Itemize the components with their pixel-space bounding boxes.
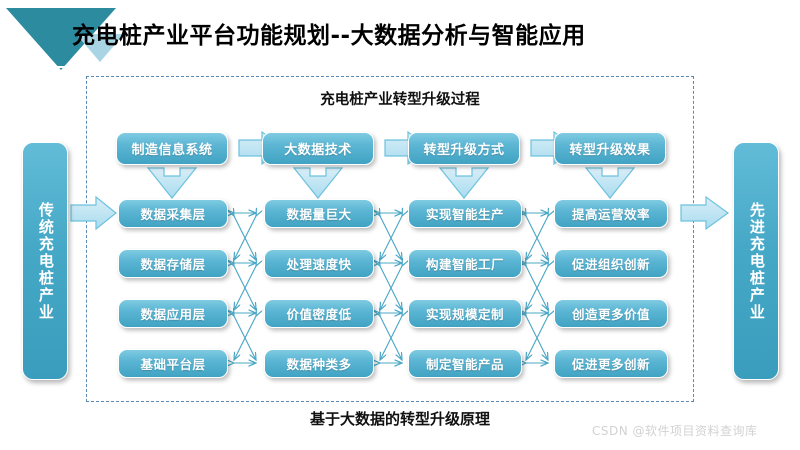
side-label-traditional: 传统充电桩产业 xyxy=(22,142,68,380)
logo-small-triangle-icon xyxy=(76,34,124,62)
node-c4-r4[interactable]: 促进更多创新 xyxy=(554,349,668,378)
node-c3-r4[interactable]: 制定智能产品 xyxy=(408,349,522,378)
node-c3-r1[interactable]: 实现智能生产 xyxy=(408,199,522,228)
diagram-inner-title: 充电桩产业转型升级过程 xyxy=(320,92,480,108)
node-c2-r2[interactable]: 处理速度快 xyxy=(264,249,374,278)
node-c1-r3-label: 数据应用层 xyxy=(140,307,206,322)
node-c1-r1[interactable]: 数据采集层 xyxy=(118,199,228,228)
node-c1-r4[interactable]: 基础平台层 xyxy=(118,349,228,378)
double-triangle-logo-icon xyxy=(6,8,124,70)
node-c4-r4-label: 促进更多创新 xyxy=(571,357,650,372)
column-header-3-label: 转型升级方式 xyxy=(423,143,505,158)
column-header-2-label: 大数据技术 xyxy=(284,143,352,158)
node-c4-r1[interactable]: 提高运营效率 xyxy=(554,199,668,228)
node-c2-r3[interactable]: 价值密度低 xyxy=(264,299,374,328)
node-c4-r2[interactable]: 促进组织创新 xyxy=(554,249,668,278)
node-c2-r1[interactable]: 数据量巨大 xyxy=(264,199,374,228)
watermark: CSDN @软件项目资料查询库 xyxy=(592,424,758,438)
node-c3-r3[interactable]: 实现规模定制 xyxy=(408,299,522,328)
diagram-bottom-caption: 基于大数据的转型升级原理 xyxy=(309,410,490,428)
header-divider xyxy=(0,66,800,68)
node-c4-r3[interactable]: 创造更多价值 xyxy=(554,299,668,328)
node-c4-r1-label: 提高运营效率 xyxy=(571,207,650,222)
node-c1-r3[interactable]: 数据应用层 xyxy=(118,299,228,328)
node-c2-r3-label: 价值密度低 xyxy=(286,307,352,322)
side-label-advanced-text: 先进充电桩产业 xyxy=(747,201,766,321)
node-c4-r2-label: 促进组织创新 xyxy=(571,257,650,272)
diagram-dashed-container xyxy=(86,76,694,402)
column-header-3[interactable]: 转型升级方式 xyxy=(408,132,520,165)
node-c1-r1-label: 数据采集层 xyxy=(140,207,206,222)
node-c3-r4-label: 制定智能产品 xyxy=(425,357,504,372)
node-c2-r2-label: 处理速度快 xyxy=(286,257,352,272)
node-c1-r4-label: 基础平台层 xyxy=(140,357,206,372)
column-header-4-label: 转型升级效果 xyxy=(569,143,651,158)
node-c3-r1-label: 实现智能生产 xyxy=(425,207,504,222)
node-c2-r1-label: 数据量巨大 xyxy=(286,207,352,222)
node-c1-r2-label: 数据存储层 xyxy=(140,257,206,272)
side-label-advanced: 先进充电桩产业 xyxy=(733,142,779,380)
node-c3-r2[interactable]: 构建智能工厂 xyxy=(408,249,522,278)
node-c1-r2[interactable]: 数据存储层 xyxy=(118,249,228,278)
side-label-traditional-text: 传统充电桩产业 xyxy=(36,201,55,321)
column-header-1-label: 制造信息系统 xyxy=(131,143,213,158)
node-c4-r3-label: 创造更多价值 xyxy=(571,307,650,322)
node-c2-r4[interactable]: 数据种类多 xyxy=(264,349,374,378)
column-header-2[interactable]: 大数据技术 xyxy=(262,132,374,165)
node-c3-r3-label: 实现规模定制 xyxy=(425,307,504,322)
page-title: 充电桩产业平台功能规划--大数据分析与智能应用 xyxy=(72,23,586,49)
node-c3-r2-label: 构建智能工厂 xyxy=(425,257,504,272)
node-c2-r4-label: 数据种类多 xyxy=(286,357,352,372)
column-header-1[interactable]: 制造信息系统 xyxy=(116,132,228,165)
column-header-4[interactable]: 转型升级效果 xyxy=(554,132,666,165)
